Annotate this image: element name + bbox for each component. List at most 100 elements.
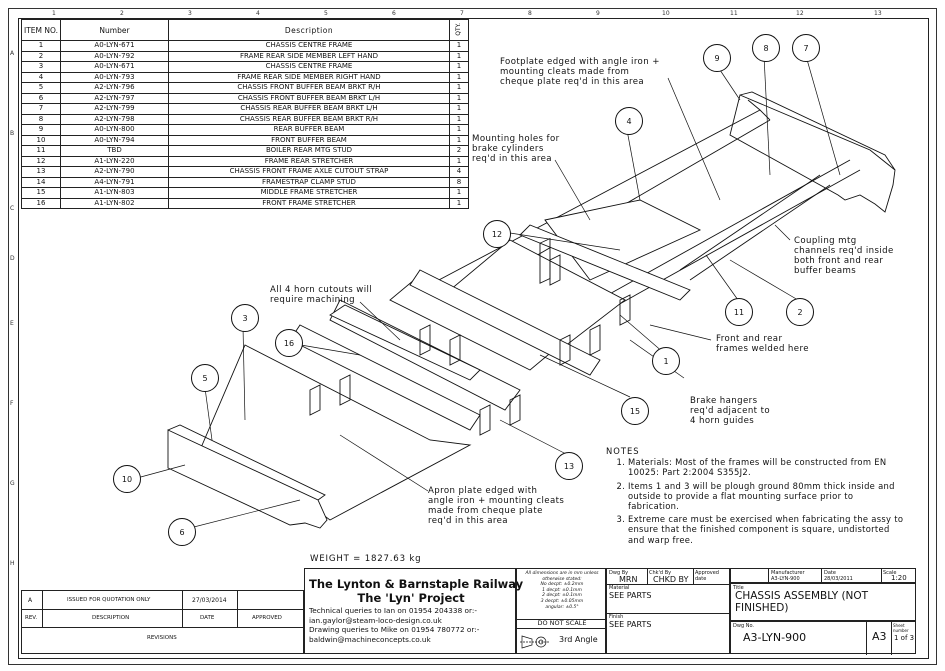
tolerance-head: All dimensions are in mm unless otherwis…	[525, 571, 599, 582]
date-label: Date	[824, 570, 836, 576]
bom-qty: 1	[448, 134, 469, 146]
material-value: SEE PARTS	[609, 591, 652, 600]
revisions-footer: REVISIONS	[147, 635, 177, 641]
signoff-block: Dwg By Chk'd By Approved date MRN CHKD B…	[606, 568, 731, 654]
balloon-item-1: 1	[652, 347, 680, 375]
zone-marker: 12	[796, 10, 804, 17]
zone-marker: A	[10, 50, 15, 57]
dwg-by-label: Dwg By	[609, 570, 629, 576]
note-welded: Front and rear frames welded here	[716, 334, 809, 354]
tolerance-line: 1 decpt: ±0.1mm	[542, 587, 582, 593]
title-label: Title	[733, 585, 744, 591]
dwg-no-label: Dwg No.	[733, 623, 755, 629]
scale-label: Scale	[883, 570, 897, 576]
do-not-scale: DO NOT SCALE	[537, 619, 587, 627]
balloon-item-8: 8	[752, 34, 780, 62]
zone-marker: D	[10, 255, 15, 262]
balloon-item-3: 3	[231, 304, 259, 332]
sheet-outer-border	[8, 8, 937, 665]
contact-details: Technical queries to Ian on 01954 204338…	[309, 606, 479, 644]
mfr-date-scale: Manufacturer A3-LYN-900 Date 28/03/2011 …	[730, 568, 916, 584]
tolerance-text: All dimensions are in mm unless otherwis…	[520, 571, 604, 610]
bom-qty: 4	[448, 166, 469, 178]
tolerance-block: All dimensions are in mm unless otherwis…	[516, 568, 607, 654]
dwg-no-value: A3-LYN-900	[743, 631, 807, 644]
scale-value: 1:20	[891, 574, 907, 582]
rev-header-description: DESCRIPTION	[92, 615, 130, 621]
weight-label: WEIGHT = 1827.63 kg	[310, 554, 422, 564]
bom-qty: 1	[448, 187, 469, 199]
dwg-number-cell: Dwg No. A3-LYN-900 A3 Sheet number 1 of …	[730, 621, 916, 655]
zone-marker: 9	[596, 10, 600, 17]
rev-a-description: ISSUED FOR QUOTATION ONLY	[67, 597, 151, 603]
manufacturer-label: Manufacturer	[771, 570, 805, 576]
bom-header-qty: QTY.	[448, 19, 469, 41]
zone-marker: 4	[256, 10, 260, 17]
finish-value: SEE PARTS	[609, 620, 652, 629]
general-notes: NOTES Materials: Most of the frames will…	[606, 446, 906, 548]
tolerance-line: No decpt: ±0.2mm	[540, 582, 584, 588]
project-name: The 'Lyn' Project	[357, 591, 465, 605]
date-value: 28/03/2011	[824, 576, 853, 582]
zone-marker: F	[10, 400, 14, 407]
balloon-item-16: 16	[275, 329, 303, 357]
sheet-number-label: Sheet number	[893, 623, 909, 633]
title-cell: Title CHASSIS ASSEMBLY (NOT FINISHED)	[730, 583, 916, 621]
zone-marker: 7	[460, 10, 464, 17]
notes-list: Materials: Most of the frames will be co…	[606, 457, 906, 545]
zone-marker: 5	[324, 10, 328, 17]
zone-marker: 13	[874, 10, 882, 17]
zone-marker: G	[10, 480, 15, 487]
chkd-by-label: Chk'd By	[649, 570, 672, 576]
balloon-item-12: 12	[483, 220, 511, 248]
note-apron-text: Apron plate edged with angle iron + moun…	[428, 486, 565, 526]
tolerance-line: angular: ±0.5°	[545, 604, 579, 610]
balloon-item-5: 5	[191, 364, 219, 392]
bom-qty: 1	[448, 124, 469, 136]
chkd-by-value: CHKD BY	[653, 575, 689, 584]
note-brake-hangers: Brake hangers req'd adjacent to 4 horn g…	[690, 396, 770, 426]
sheet-number-value: 1 of 3	[894, 634, 915, 642]
note-apron: Apron plate edged with angle iron + moun…	[428, 486, 564, 526]
drawing-queries: Drawing queries to Mike on 01954 780772 …	[309, 625, 480, 635]
balloon-item-9: 9	[703, 44, 731, 72]
sheet-inner-border	[18, 18, 929, 659]
material-label: Material	[609, 585, 630, 591]
zone-marker: B	[10, 130, 15, 137]
zone-marker: 1	[52, 10, 56, 17]
bom-qty: 2	[448, 145, 469, 157]
bom-header-description: Description	[167, 19, 450, 41]
drawing-email: baldwin@machineconcepts.co.uk	[309, 634, 431, 644]
notes-item: Extreme care must be exercised when fabr…	[628, 514, 906, 545]
balloon-item-10: 10	[113, 465, 141, 493]
zone-marker: H	[10, 560, 15, 567]
zone-marker: C	[10, 205, 15, 212]
note-horn-cutouts-text: All 4 horn cutouts will require machinin…	[270, 285, 373, 305]
tolerance-line: 2 decpt: ±0.1mm	[542, 593, 582, 599]
rev-header-rev: REV.	[25, 615, 38, 621]
drawing-title: CHASSIS ASSEMBLY (NOT FINISHED)	[735, 590, 869, 614]
tech-email: ian.gaylor@steam-loco-design.co.uk	[309, 615, 442, 625]
balloon-item-4: 4	[615, 107, 643, 135]
bom-qty: 1	[448, 155, 469, 167]
note-footplate-text: Footplate edged with angle iron + mounti…	[500, 57, 660, 87]
zone-marker: 3	[188, 10, 192, 17]
third-angle-projection-icon	[520, 635, 549, 649]
balloon-item-2: 2	[786, 298, 814, 326]
rev-header-date: DATE	[200, 615, 215, 621]
zone-marker: 11	[730, 10, 738, 17]
zone-marker: 8	[528, 10, 532, 17]
note-footplate: Footplate edged with angle iron + mounti…	[500, 57, 660, 87]
rev-a-date: 27/03/2014	[192, 597, 227, 604]
rev-a-letter: A	[28, 597, 33, 604]
zone-marker: 10	[662, 10, 670, 17]
note-horn-cutouts: All 4 horn cutouts will require machinin…	[270, 285, 372, 305]
